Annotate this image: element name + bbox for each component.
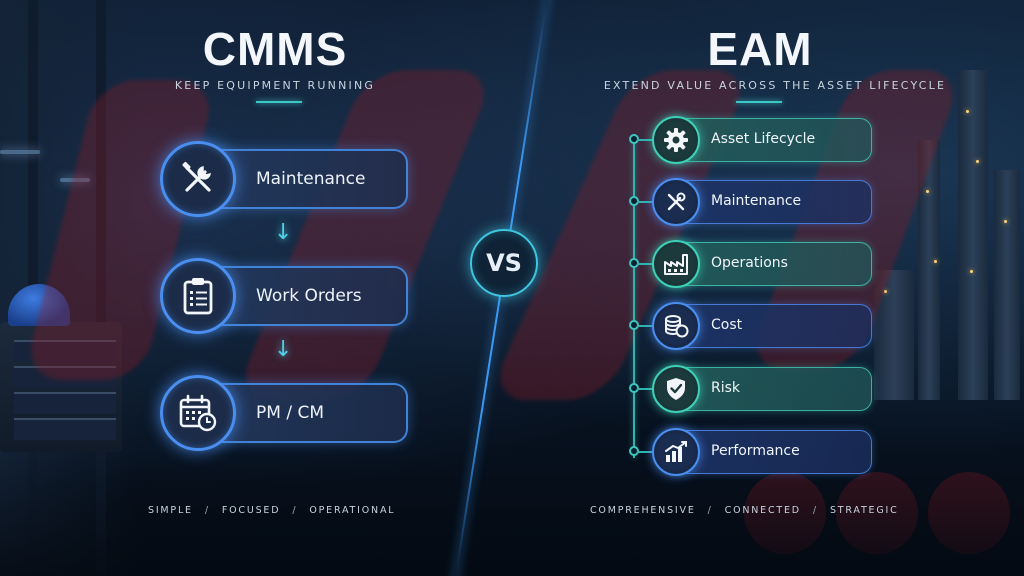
background-ceiling-light <box>60 178 90 182</box>
decorative-shape <box>233 70 497 400</box>
background-ceiling-light <box>0 150 40 154</box>
calendar-clock-icon <box>160 375 236 451</box>
eam-accent-bar <box>736 101 782 103</box>
background-beam <box>96 0 106 576</box>
cmms-footer-item: SIMPLE <box>148 505 193 516</box>
arrow-down-icon: ↓ <box>274 337 293 362</box>
cmms-footer: SIMPLE/FOCUSED/OPERATIONAL <box>148 505 396 516</box>
shield-check-icon <box>652 365 700 413</box>
eam-footer-item: CONNECTED <box>724 505 801 516</box>
eam-footer: COMPREHENSIVE/CONNECTED/STRATEGIC <box>590 505 899 516</box>
background-toolbox <box>0 322 122 452</box>
cmms-accent-bar <box>256 101 302 103</box>
background-hard-hat <box>8 284 70 326</box>
cmms-item-label: Maintenance <box>256 169 366 189</box>
cmms-footer-item: FOCUSED <box>221 505 281 516</box>
cmms-title: CMMS <box>202 23 348 75</box>
eam-subtitle: EXTEND VALUE ACROSS THE ASSET LIFECYCLE <box>603 79 947 92</box>
factory-icon <box>652 240 700 288</box>
clipboard-icon <box>160 258 236 334</box>
eam-footer-item: COMPREHENSIVE <box>590 505 696 516</box>
cmms-item-label: PM / CM <box>256 403 324 423</box>
cmms-subtitle: KEEP EQUIPMENT RUNNING <box>174 79 376 92</box>
cmms-footer-item: OPERATIONAL <box>309 505 396 516</box>
cmms-item-label: Work Orders <box>256 286 362 306</box>
eam-item-label: Cost <box>711 317 743 333</box>
eam-item-label: Operations <box>711 255 788 271</box>
wrench-screwdriver-icon <box>160 141 236 217</box>
eam-item-label: Asset Lifecycle <box>711 131 816 147</box>
gear-icon <box>652 116 700 164</box>
eam-item-label: Performance <box>711 443 800 459</box>
arrow-down-icon: ↓ <box>274 220 293 245</box>
background-refinery <box>854 70 1024 400</box>
wrench-screwdriver-icon <box>652 178 700 226</box>
bar-chart-icon <box>652 428 700 476</box>
eam-item-label: Risk <box>711 380 741 396</box>
eam-footer-item: STRATEGIC <box>829 505 899 516</box>
eam-timeline <box>633 138 635 458</box>
background-floor <box>0 456 1024 576</box>
coin-stack-icon <box>652 302 700 350</box>
eam-title: EAM <box>707 23 813 75</box>
eam-item-label: Maintenance <box>711 193 802 209</box>
vs-badge: VS <box>470 229 538 297</box>
